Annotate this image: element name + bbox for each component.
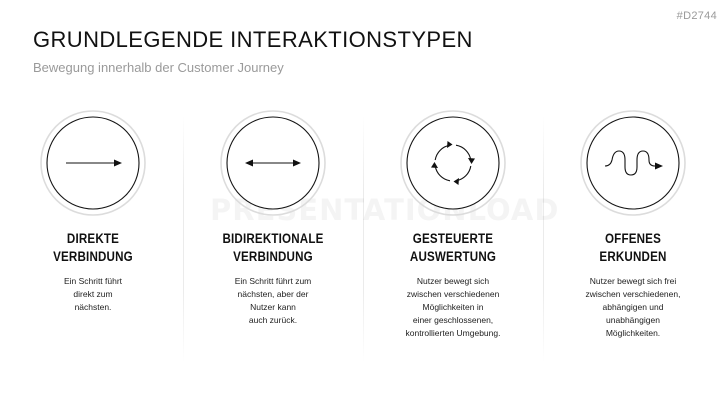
column-divider: [363, 115, 364, 363]
type-description: Nutzer bewegt sich frei zwischen verschi…: [585, 276, 681, 338]
column-divider: [183, 115, 184, 363]
type-description: Nutzer bewegt sich zwischen verschiedene…: [405, 276, 501, 338]
page-title: GRUNDLEGENDE INTERAKTIONSTYPEN: [33, 27, 473, 52]
cycle-arrows-icon: [400, 110, 506, 216]
double-arrow-icon: [220, 110, 326, 216]
type-description: Ein Schritt führt zum nächsten, aber der…: [234, 276, 312, 325]
interaction-type-bidirectional: BIDIREKTIONALE VERBINDUNG Ein Schritt fü…: [187, 108, 359, 327]
single-arrow-icon: [40, 110, 146, 216]
type-title: OFFENES ERKUNDEN: [599, 231, 667, 264]
interaction-type-direct: DIREKTE VERBINDUNG Ein Schritt führt dir…: [7, 108, 179, 314]
page-subtitle: Bewegung innerhalb der Customer Journey: [33, 60, 284, 75]
slide-id: #D2744: [676, 10, 717, 22]
type-title: GESTEUERTE AUSWERTUNG: [409, 231, 497, 264]
interaction-type-open: OFFENES ERKUNDEN Nutzer bewegt sich frei…: [547, 108, 719, 340]
type-description: Ein Schritt führt direkt zum nächsten.: [63, 276, 123, 312]
type-title: BIDIREKTIONALE VERBINDUNG: [222, 231, 324, 264]
wave-arrow-icon: [580, 110, 686, 216]
interaction-type-controlled: GESTEUERTE AUSWERTUNG Nutzer bewegt sich…: [367, 108, 539, 340]
type-title: DIREKTE VERBINDUNG: [53, 231, 133, 264]
column-divider: [543, 115, 544, 363]
